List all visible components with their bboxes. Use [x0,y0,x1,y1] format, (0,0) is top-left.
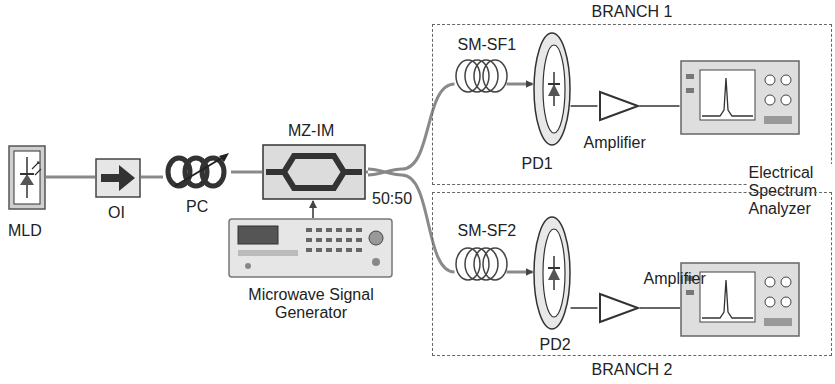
optical-isolator: OI [95,158,141,198]
cable [571,307,598,309]
signal-generator: Microwave Signal Generator [228,218,393,278]
component-label: MZ-IM [288,122,334,140]
optical-fiber [402,84,455,169]
component-label: SM-SF1 [458,36,517,54]
optical-fiber [231,171,262,174]
optical-fiber [366,171,368,174]
coil-symbol [455,58,507,94]
component-label: Microwave Signal Generator [226,286,396,323]
amp-symbol [598,292,640,324]
branch-heading: BRANCH 1 [592,3,673,21]
coupler: 50:50 [368,164,402,180]
optical-fiber [507,271,533,274]
laser-source: MLD [8,145,46,210]
cpl-symbol [368,164,402,180]
cable [571,105,598,107]
amp-symbol [598,90,640,122]
coil-symbol [455,246,507,282]
mz-symbol [262,144,366,200]
component-label: PD2 [540,336,571,354]
cable [640,307,680,309]
photodetector: PD2 [533,216,571,331]
component-label: SM-SF2 [458,222,517,240]
cable [312,201,314,218]
pd-symbol [533,32,571,147]
component-label: 50:50 [372,190,412,208]
optical-fiber [402,175,455,272]
amplifier: Amplifier [598,292,640,324]
pd-symbol [533,216,571,331]
optical-fiber [507,83,533,86]
component-label: PC [186,198,208,216]
amplifier: Amplifier [598,90,640,122]
modulator: MZ-IM [262,144,366,200]
optical-fiber [141,176,163,179]
component-label: MLD [8,222,42,240]
branch-panel: BRANCH 2SM-SF2PD2Amplifier [432,192,832,356]
msg-symbol [228,218,393,278]
component-label: OI [108,204,125,222]
photodetector: PD1 [533,32,571,147]
fiber-spool: SM-SF1 [455,58,507,94]
mld-symbol [8,145,46,210]
esa-symbol [680,60,800,135]
fiber-spool: SM-SF2 [455,246,507,282]
oi-symbol [95,158,141,198]
component-label: Amplifier [644,270,706,288]
optical-fiber [46,176,95,179]
polarization-controller: PC [163,152,231,188]
pc-symbol [163,152,231,188]
component-label: PD1 [522,155,553,173]
branch-heading: BRANCH 2 [592,361,673,379]
cable [640,105,680,107]
component-label: Amplifier [584,134,646,152]
branch-panel: BRANCH 1SM-SF1PD1AmplifierElectrical Spe… [432,24,832,185]
spectrum-analyzer: Electrical Spectrum Analyzer [680,60,800,135]
